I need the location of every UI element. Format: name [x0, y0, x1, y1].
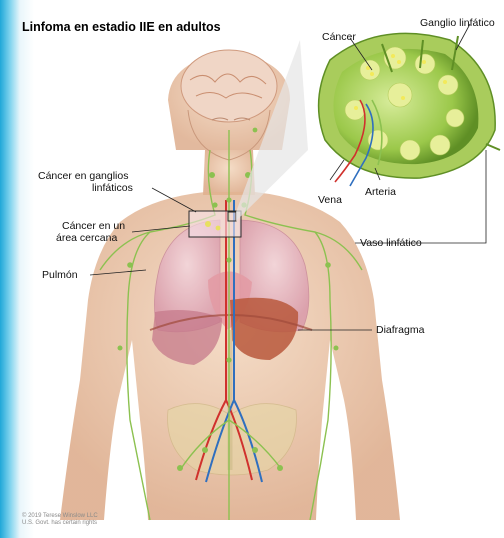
label-cancer-area-line2: área cercana: [56, 232, 117, 244]
label-cancer-ganglios-line1: Cáncer en ganglios: [38, 170, 128, 182]
label-cancer-ganglios-line2: linfáticos: [92, 182, 133, 194]
label-pulmon: Pulmón: [42, 269, 78, 281]
cancer-spot-2: [216, 226, 221, 231]
page-title: Linfoma en estadio IIE en adultos: [22, 20, 221, 34]
label-cancer-area-line1: Cáncer en un: [62, 220, 125, 232]
brain: [181, 50, 277, 122]
label-arteria: Arteria: [365, 186, 396, 198]
label-cancer-node: Cáncer: [322, 31, 356, 43]
lymph-node-inset: [319, 33, 500, 186]
label-vaso-linfatico: Vaso linfático: [360, 237, 422, 249]
copyright-notice: © 2019 Terese Winslow LLC U.S. Govt. has…: [22, 513, 98, 527]
copyright-line-1: © 2019 Terese Winslow LLC: [22, 513, 98, 520]
label-vena: Vena: [318, 194, 342, 206]
label-ganglio-linfatico: Ganglio linfático: [420, 17, 495, 29]
inset-box: [189, 211, 241, 237]
label-diafragma: Diafragma: [376, 324, 424, 336]
copyright-line-2: U.S. Govt. has certain rights: [22, 520, 98, 527]
cancer-spot: [205, 221, 211, 227]
